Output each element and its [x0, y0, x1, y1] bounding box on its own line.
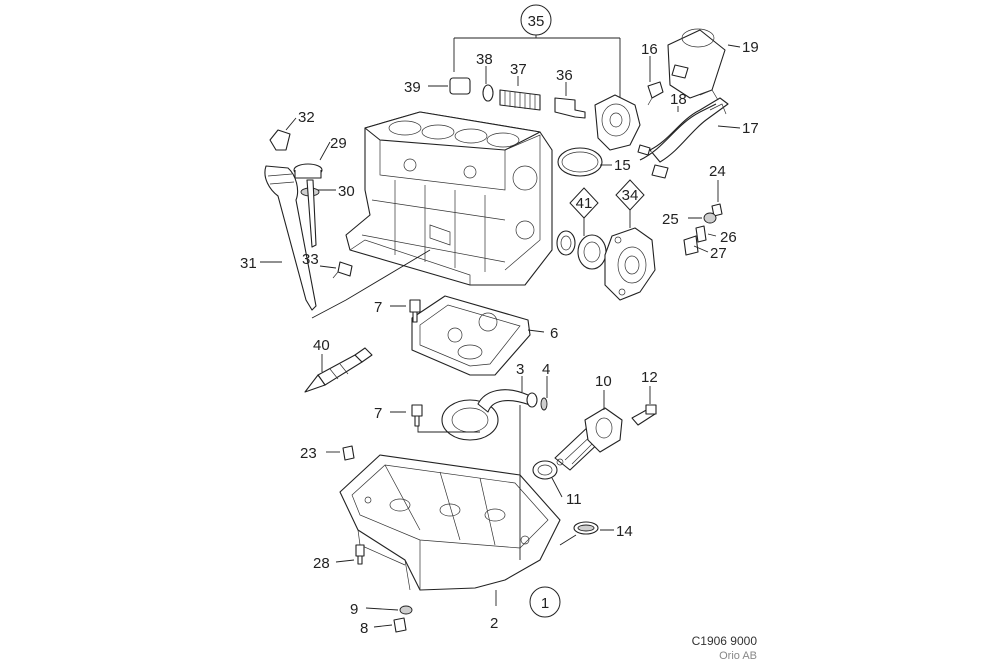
- dipstick-assembly: [264, 129, 353, 311]
- callout-25: 25: [662, 211, 679, 228]
- oil-pan: [339, 445, 561, 633]
- drawing-code: C1906 9000: [692, 634, 758, 648]
- company-credit: Orio AB: [719, 650, 757, 662]
- callout-18: 18: [670, 91, 687, 108]
- callout-33: 33: [302, 251, 319, 268]
- callout-27: 27: [710, 245, 727, 262]
- callout-24: 24: [709, 163, 726, 180]
- callout-37: 37: [510, 61, 527, 78]
- oil-pickup: [411, 389, 548, 441]
- callout-23: 23: [300, 445, 317, 462]
- callout-36: 36: [556, 67, 573, 84]
- engine-block: [345, 111, 553, 286]
- windage-tray: [409, 295, 531, 376]
- callout-12: 12: [641, 369, 658, 386]
- callout-9: 9: [350, 601, 358, 618]
- callout-31: 31: [240, 255, 257, 272]
- callout-1: 1: [541, 595, 549, 612]
- callout-14: 14: [616, 523, 633, 540]
- callout-26: 26: [720, 229, 737, 246]
- callout-labels: 35 1 41 34 39 38 37 36 16 19 18 17 15 24…: [240, 13, 759, 637]
- callout-7-lower: 7: [374, 405, 382, 422]
- callout-30: 30: [338, 183, 355, 200]
- callout-34: 34: [622, 187, 639, 204]
- callout-6: 6: [550, 325, 558, 342]
- callout-4: 4: [542, 361, 550, 378]
- callout-32: 32: [298, 109, 315, 126]
- callout-39: 39: [404, 79, 421, 96]
- callout-38: 38: [476, 51, 493, 68]
- oil-cooler-assembly: [449, 28, 729, 179]
- callout-19: 19: [742, 39, 759, 56]
- callout-2: 2: [490, 615, 498, 632]
- callout-8: 8: [360, 620, 368, 637]
- callout-11: 11: [566, 491, 582, 508]
- callout-10: 10: [595, 373, 612, 390]
- callout-3: 3: [516, 361, 524, 378]
- callout-41: 41: [576, 195, 593, 212]
- callout-17: 17: [742, 120, 759, 137]
- callout-28: 28: [313, 555, 330, 572]
- sealant-tube: [304, 347, 373, 393]
- callout-29: 29: [330, 135, 347, 152]
- callout-35: 35: [528, 13, 545, 30]
- callout-16: 16: [641, 41, 658, 58]
- callout-40: 40: [313, 337, 330, 354]
- oil-pump-assembly: [556, 203, 723, 301]
- oil-pump-drive: [532, 404, 657, 535]
- callout-7-upper: 7: [374, 299, 382, 316]
- label-markers: [520, 4, 645, 618]
- callout-15: 15: [614, 157, 631, 174]
